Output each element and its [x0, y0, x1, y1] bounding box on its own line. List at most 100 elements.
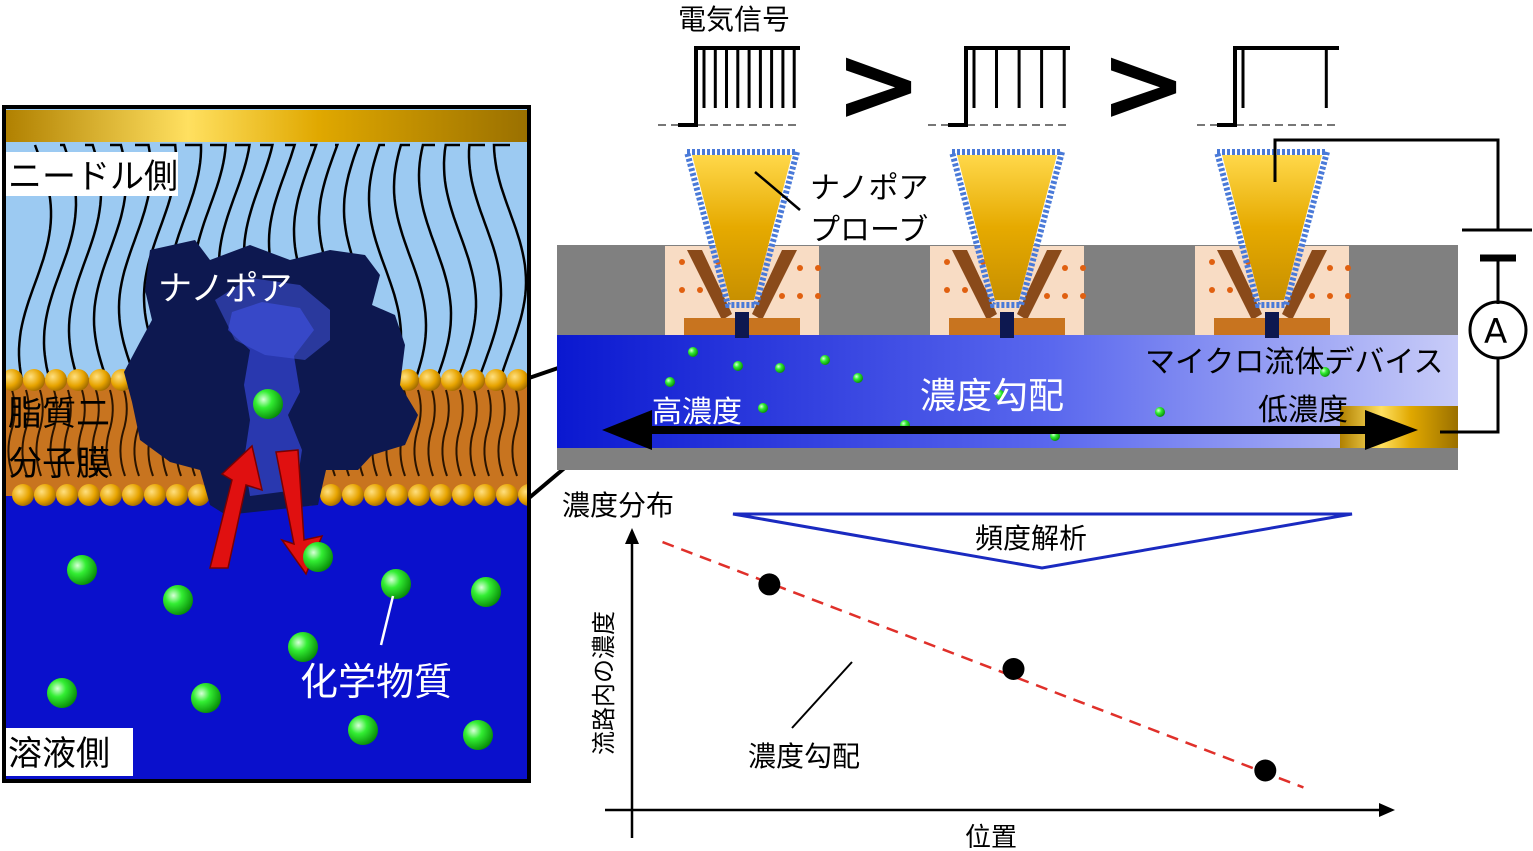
lipid-layer-right: [1017, 250, 1062, 320]
lipid-layer-right: [752, 250, 797, 320]
lipid-tail: [455, 389, 464, 477]
lipid-tail: [119, 389, 128, 477]
electrical-signal-trace: [928, 46, 1070, 127]
chemical-molecule: [253, 389, 283, 419]
lipid-head: [144, 484, 166, 506]
lipid-layer-left: [687, 250, 732, 320]
lipid-head: [78, 484, 100, 506]
lipid-layer-left: [1217, 250, 1262, 320]
lipid-head: [12, 484, 34, 506]
data-point: [1254, 759, 1277, 782]
lipid-head: [518, 484, 528, 506]
lipid-head: [485, 369, 507, 391]
lipid-head: [188, 484, 210, 506]
well-lipid: [797, 293, 803, 299]
channel-molecule: [758, 403, 768, 413]
channel-molecule: [1320, 367, 1330, 377]
high-concentration-label: 高濃度: [652, 395, 742, 430]
well-lipid: [1327, 293, 1333, 299]
probe-nanopore: [735, 312, 749, 338]
lipid-head: [408, 484, 430, 506]
well-lipid: [815, 265, 821, 271]
probe-label-line1: ナノポア: [810, 171, 929, 206]
lipid-tail: [63, 389, 72, 477]
x-axis-label: 位置: [965, 823, 1017, 851]
channel-molecules: [665, 347, 1330, 441]
chemical-molecule: [288, 632, 318, 662]
lipid-head: [463, 369, 485, 391]
lipid-head: [89, 369, 111, 391]
data-point: [758, 573, 781, 596]
solution-side-label: 溶液側: [8, 734, 110, 774]
polymer-line: [492, 143, 528, 386]
lipid-head: [452, 484, 474, 506]
lipid-head: [496, 484, 518, 506]
lipid-tail: [483, 389, 492, 477]
probe-gold-tip: [692, 155, 792, 300]
chemical-molecule: [471, 577, 501, 607]
well-lipid: [1062, 293, 1068, 299]
probe-label-line2: プローブ: [810, 213, 928, 248]
lipid-head: [441, 369, 463, 391]
concentration-gradient-label: 濃度勾配: [920, 376, 1064, 417]
lipid-head: [166, 484, 188, 506]
chemical-molecule: [303, 542, 333, 572]
channel-molecule: [775, 363, 785, 373]
lipid-tail: [427, 389, 436, 477]
frequency-analysis-label: 頻度解析: [975, 522, 1087, 555]
polymer-line: [417, 143, 453, 386]
lipid-head: [397, 369, 419, 391]
probe-gold-tip: [957, 155, 1057, 300]
device-bottom-layer: [557, 448, 1458, 470]
greater-than-sign-2: >: [1100, 23, 1187, 145]
data-point: [1002, 658, 1025, 680]
signal-step: [1217, 46, 1339, 127]
lipid-head: [100, 484, 122, 506]
lipid-head: [56, 484, 78, 506]
channel-molecule: [688, 347, 698, 357]
measurement-circuit: [1273, 138, 1532, 434]
well-lipid: [1209, 259, 1215, 265]
gold-electrode: [5, 110, 528, 142]
pore-highlight: [215, 278, 330, 360]
chemical-label: 化学物質: [300, 660, 452, 704]
channel-molecule: [665, 377, 675, 387]
electrical-signal-trace: [658, 46, 800, 127]
lipid-head: [430, 484, 452, 506]
lipid-tail: [21, 389, 30, 477]
electrical-signal-title: 電気信号: [678, 3, 790, 36]
chemical-molecule: [191, 683, 221, 713]
greater-than-sign-1: >: [835, 23, 922, 145]
lipid-head: [23, 369, 45, 391]
trend-pointer-line: [791, 661, 853, 729]
x-axis-arrowhead: [1379, 803, 1395, 817]
lipid-tail: [105, 389, 114, 477]
trend-label: 濃度勾配: [748, 740, 860, 773]
chemical-molecule: [463, 720, 493, 750]
lipid-head: [386, 484, 408, 506]
solution-side-label-bg: [5, 728, 133, 776]
lipid-head: [45, 369, 67, 391]
nanopore-probes: [683, 149, 1331, 308]
lipid-head: [320, 484, 342, 506]
lipid-tail: [413, 389, 422, 477]
needle-side-label-bg: [5, 152, 178, 196]
lipid-head: [364, 484, 386, 506]
lipid-head: [342, 484, 364, 506]
nanopore-probe: [683, 149, 801, 308]
lipid-layer-left: [952, 250, 997, 320]
zoom-panel-frame: [2, 105, 531, 783]
well-lipid: [1309, 293, 1315, 299]
well-lipid: [779, 293, 785, 299]
chemical-molecule: [47, 678, 77, 708]
nanopore-label: ナノポア: [158, 269, 292, 309]
well-lipid: [679, 287, 685, 293]
polymer-line: [467, 143, 503, 386]
lipid-head: [419, 369, 441, 391]
lipid-head: [474, 484, 496, 506]
trend-line: [662, 540, 1304, 789]
channel-molecule: [995, 390, 1005, 400]
low-concentration-label: 低濃度: [1258, 393, 1348, 428]
probe-gold-tip: [1222, 155, 1322, 300]
